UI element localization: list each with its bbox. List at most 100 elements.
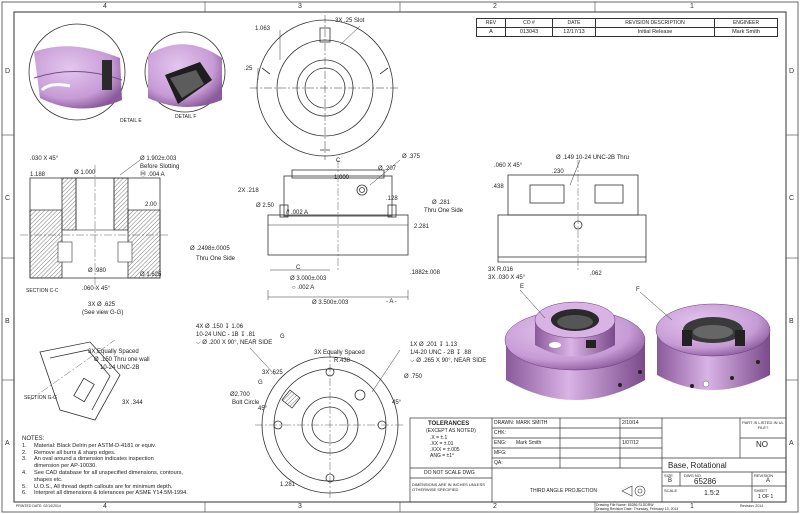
cut-g-top-label: G [280,334,285,340]
detail-f-view [144,31,226,113]
dim-fr-1882: .1882±.008 [410,270,440,276]
section-cc-view [20,165,170,290]
dim-sd-438: .438 [492,184,504,190]
zone-left-c: C [5,195,11,202]
zone-right-a: A [789,440,794,447]
dim-gg-spaced: 3X Equally Spaced [88,349,139,355]
zone-top-4: 4 [103,3,107,10]
dim-sec-980: Ø .980 [88,268,107,274]
dim-fr-3000: Ø 3.000±.003 [290,276,327,282]
top-view [250,15,400,160]
detail-e-label: DETAIL E [120,118,142,124]
dim-sec-625: 3X Ø .625 [88,302,116,308]
dim-fr-128: .128 [386,196,398,202]
drawing-title: Base, Rotational [668,461,727,470]
dims-in-inches: DIMENSIONS ARE IN INCHES UNLESS OTHERWIS… [412,482,485,492]
date-header: DATE [552,18,596,28]
dim-gg-unc: 10-24 UNC-2B [100,365,140,371]
zone-bottom-3: 3 [298,503,302,510]
dim-bt-1x: 1X Ø .201 ↧ 1.13 [410,342,458,348]
dim-sec-1188: 1.188 [30,172,46,178]
iso-e-label: E [520,284,525,290]
do-not-scale: DO NOT SCALE DWG [424,470,475,476]
revision-value: A [766,478,771,484]
list-item: 2.Remove all burrs & sharp edges. [22,449,116,456]
dim-top-slot: 3X .25 Slot [335,18,365,24]
dim-sd-149: Ø .149 10-24 UNC-2B Thru [556,155,629,161]
dim-bt-750: Ø .750 [404,374,423,380]
rev-header: REV [476,18,506,28]
table-row: A 013043 12/17/13 Initial Release Mark S… [476,27,778,37]
dim-sd-030: 3X .030 X 45° [488,275,526,281]
side-view [497,160,647,270]
tolerances-sub: (EXCEPT AS NOTED) [426,428,476,434]
drawing-revision-date: Drawing Revision Date: Thursday, Februar… [596,507,679,511]
dwg-label: DWG NO. [684,473,702,478]
list-item: dimension per AP-10030. [34,463,97,470]
co-cell: 013043 [505,27,553,37]
dim-sd-062: .062 [590,271,602,277]
dim-sec-1625: Ø 1.625 [140,272,162,278]
ul-value: NO [756,440,768,449]
mfg-label: MFG: [494,450,507,456]
dim-fr-002b: ○ .002 A [292,285,315,291]
cut-c-bottom-label: C [296,265,301,271]
sheet-value: 1 OF 1 [758,494,774,500]
zone-right-d: D [789,68,795,75]
zone-top-2: 2 [493,3,497,10]
dim-sec-chamfer: .030 X 45° [30,156,59,162]
dim-fr-250: Ø 2.50 [256,203,275,209]
eng-date: 1/07/12 [622,440,639,446]
projection-symbol [621,485,646,497]
dim-fr-3500: Ø 3.500±.003 [312,300,349,306]
isometric-view-e [504,301,646,400]
detail-e-view [28,23,126,121]
dim-fr-002: // .002 A [286,210,309,216]
bottom-view [255,350,405,500]
dim-fr-207: Ø .207 [378,166,397,172]
dim-bt-unc: 10-24 UNC - 1B ↧ .81 [196,332,256,338]
cut-c-top-label: C [336,158,341,164]
dim-bt-csk2: ⌵ Ø .265 X 90°, NEAR SIDE [410,358,487,364]
list-item: 5.U.O.S., All thread depth callouts are … [22,483,173,490]
leader-lines [119,25,673,393]
dim-fr-thru2: Thru One Side [196,256,236,262]
revision-table: REV CO # DATE REVISION DESCRIPTION ENGIN… [476,18,778,37]
list-item: 1.Material: Black Delrin per ASTM-D-4181… [22,442,157,449]
dim-sd-230: .230 [552,169,564,175]
section-gg-label: SECTION G-G [24,395,58,401]
co-header: CO # [505,18,553,28]
front-view [267,160,409,300]
tolerance-line: .XX = ±.01 [430,441,454,447]
eng-label: ENG: [494,440,507,446]
dim-sec-200: 2.00 [145,202,157,208]
section-cc-label: SECTION C-C [26,288,59,294]
dim-fr-a: - A - [386,299,397,305]
rev-cell: A [476,27,506,37]
tolerance-line: ANG = ±1° [430,453,455,459]
dim-sec-before: Before Slotting [140,164,180,170]
dim-bt-4x: 4X Ø .150 ↧ 1.06 [196,324,244,330]
dim-gg-344: 3X .344 [122,400,143,406]
dim-fr-218: 2X .218 [238,188,259,194]
list-item: 4.See CAD database for all unspecified d… [22,469,183,476]
drawn-label: DRAWN: [494,420,515,426]
detail-f-label: DETAIL F [175,114,197,120]
dim-bt-csk: ⌵ Ø .200 X 90°, NEAR SIDE [196,340,273,346]
dim-fr-281: Ø .281 [432,200,451,206]
drawn-date: 2/10/14 [622,420,639,426]
projection-label: THIRD ANGLE PROJECTION [530,488,597,494]
dim-sec-ref: Ⓜ .004 A [140,172,165,178]
dim-sd-060: .060 X 45° [494,163,523,169]
dim-fr-1000: 1.000 [334,175,350,181]
dim-fr-thru: Thru One Side [424,208,464,214]
zone-top-1: 1 [690,3,694,10]
section-gg-view [29,339,121,421]
tolerances-title: TOLERANCES [428,421,470,427]
dim-bt-unc2: 1/4-20 UNC - 2B ↧ .88 [410,350,472,356]
drawing-file-name: Drawing File Name: 65286.SLDDRW [596,503,654,507]
dim-bt-1281: 1.281 [280,482,296,488]
dim-sd-016: 3X R.016 [488,267,514,273]
